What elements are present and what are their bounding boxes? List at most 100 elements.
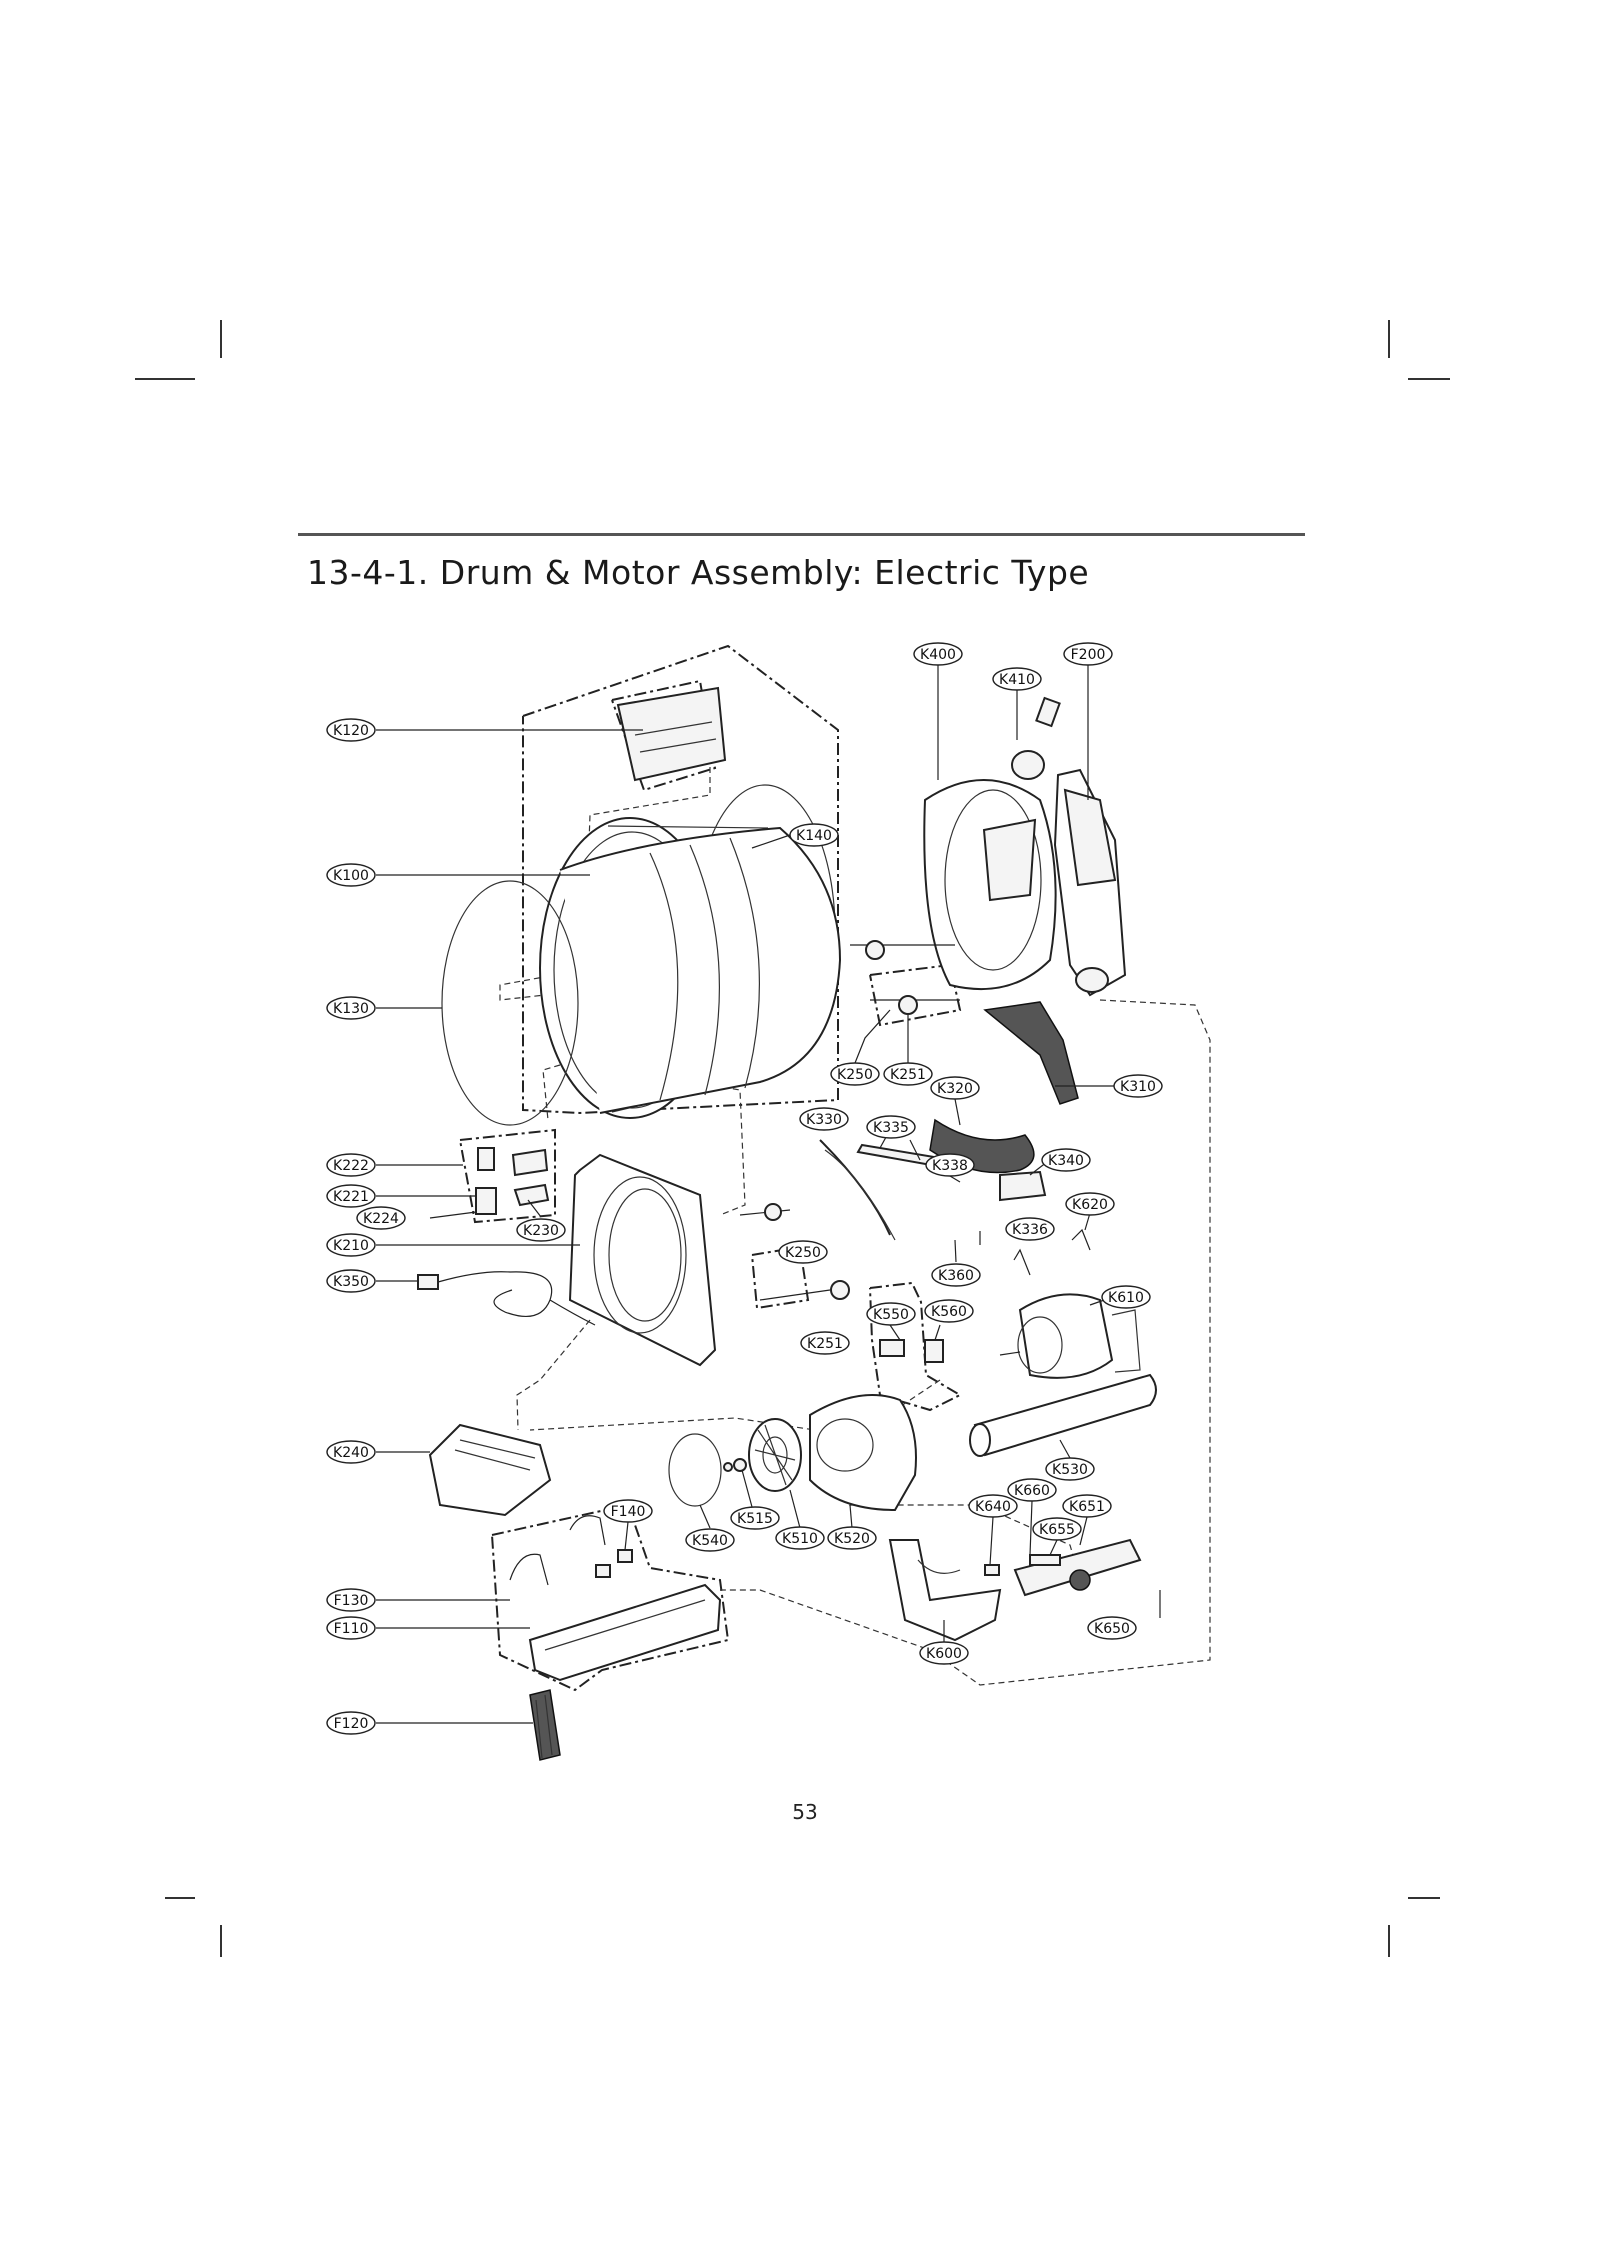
heater-terminals-f120 [529, 1689, 561, 1761]
callout-K655: K655 [1032, 1517, 1082, 1541]
callout-K340: K340 [1041, 1148, 1091, 1172]
callout-K515: K515 [730, 1506, 780, 1530]
svg-text:K221: K221 [333, 1189, 369, 1205]
svg-text:K530: K530 [1052, 1462, 1088, 1478]
crop-mark [1408, 378, 1450, 380]
svg-text:K330: K330 [806, 1112, 842, 1128]
callout-K222: K222 [326, 1153, 376, 1177]
door-switch-group [475, 1147, 550, 1215]
bracket-k600 [888, 1539, 1002, 1642]
svg-text:K310: K310 [1120, 1079, 1156, 1095]
gasket-k540 [668, 1433, 722, 1507]
callout-K240: K240 [326, 1440, 376, 1464]
motor-k610 [999, 1293, 1141, 1379]
callout-K530: K530 [1045, 1457, 1095, 1481]
svg-text:K350: K350 [333, 1274, 369, 1290]
svg-text:K250: K250 [837, 1067, 873, 1083]
callout-K250: K250 [778, 1240, 828, 1264]
callout-K410: K410 [992, 667, 1042, 691]
callout-K650: K650 [1087, 1616, 1137, 1640]
svg-text:K230: K230 [523, 1223, 559, 1239]
callout-K510: K510 [775, 1526, 825, 1550]
svg-text:K660: K660 [1014, 1483, 1050, 1499]
callout-K100: K100 [326, 863, 376, 887]
callout-K120: K120 [326, 718, 376, 742]
idler-pulley-k330 [819, 1139, 896, 1241]
svg-text:K338: K338 [932, 1158, 968, 1174]
valve-parts-k550-k560 [879, 1339, 944, 1363]
svg-text:K651: K651 [1069, 1499, 1105, 1515]
svg-text:K400: K400 [920, 647, 956, 663]
svg-text:K650: K650 [1094, 1621, 1130, 1637]
callout-K140: K140 [789, 823, 839, 847]
callout-K330: K330 [799, 1107, 849, 1131]
crop-mark [135, 378, 195, 380]
callout-K620: K620 [1065, 1192, 1115, 1216]
burner-housing-f200 [1053, 768, 1127, 997]
svg-text:K120: K120 [333, 723, 369, 739]
svg-text:F110: F110 [334, 1621, 369, 1637]
crop-mark [1388, 1925, 1390, 1957]
callout-K130: K130 [326, 996, 376, 1020]
svg-text:K610: K610 [1108, 1290, 1144, 1306]
callout-K360: K360 [931, 1263, 981, 1287]
callout-F140: F140 [603, 1499, 653, 1523]
mount-parts-k640-k660-k655 [984, 1554, 1061, 1576]
callout-K336: K336 [1005, 1217, 1055, 1241]
callout-K400: K400 [913, 642, 963, 666]
thermostat-k410 [1011, 696, 1061, 780]
callout-K520: K520 [827, 1526, 877, 1550]
callout-K210: K210 [326, 1233, 376, 1257]
svg-text:K251: K251 [807, 1336, 843, 1352]
motor-mount-k650 [1013, 1538, 1142, 1597]
callout-K560: K560 [924, 1299, 974, 1323]
svg-text:K520: K520 [834, 1531, 870, 1547]
heater-housing-f110 [528, 1583, 722, 1682]
callout-K224: K224 [356, 1206, 406, 1230]
svg-text:K240: K240 [333, 1445, 369, 1461]
rear-bulkhead-k400 [923, 779, 1057, 991]
lint-filter-k310 [983, 1001, 1079, 1105]
svg-text:K540: K540 [692, 1533, 728, 1549]
callout-K251: K251 [800, 1331, 850, 1355]
callout-K610: K610 [1101, 1285, 1151, 1309]
svg-text:K360: K360 [938, 1268, 974, 1284]
roller-shafts [739, 940, 960, 1301]
svg-text:F140: F140 [611, 1504, 646, 1520]
callout-K320: K320 [930, 1076, 980, 1100]
svg-text:F200: F200 [1071, 647, 1106, 663]
title-rule [298, 533, 1305, 536]
callout-K338: K338 [925, 1153, 975, 1177]
svg-text:K224: K224 [363, 1211, 399, 1227]
callout-K651: K651 [1062, 1494, 1112, 1518]
svg-text:K340: K340 [1048, 1153, 1084, 1169]
svg-text:K410: K410 [999, 672, 1035, 688]
callout-K660: K660 [1007, 1478, 1057, 1502]
leader-lines [376, 665, 1161, 1724]
callout-K640: K640 [968, 1494, 1018, 1518]
blower-wheel-k510 [748, 1418, 802, 1492]
thermostat-f140 [595, 1549, 633, 1578]
svg-text:K251: K251 [890, 1067, 926, 1083]
washer-k515 [723, 1458, 747, 1472]
heater-harness-f130 [509, 1515, 606, 1586]
callout-K540: K540 [685, 1528, 735, 1552]
svg-text:K222: K222 [333, 1158, 369, 1174]
svg-text:K550: K550 [873, 1307, 909, 1323]
callout-K350: K350 [326, 1269, 376, 1293]
svg-text:K140: K140 [796, 828, 832, 844]
front-bulkhead-k210 [568, 1153, 717, 1367]
svg-text:K336: K336 [1012, 1222, 1048, 1238]
callout-F200: F200 [1063, 642, 1113, 666]
svg-text:K515: K515 [737, 1511, 773, 1527]
crop-mark [220, 320, 222, 358]
crop-mark [1388, 320, 1390, 358]
svg-text:K250: K250 [785, 1245, 821, 1261]
svg-text:K640: K640 [975, 1499, 1011, 1515]
svg-text:K600: K600 [926, 1646, 962, 1662]
motor-clips-k620 [1013, 1228, 1091, 1276]
svg-text:F120: F120 [334, 1716, 369, 1732]
page-title: 13-4-1. Drum & Motor Assembly: Electric … [307, 553, 1090, 592]
svg-text:K100: K100 [333, 868, 369, 884]
